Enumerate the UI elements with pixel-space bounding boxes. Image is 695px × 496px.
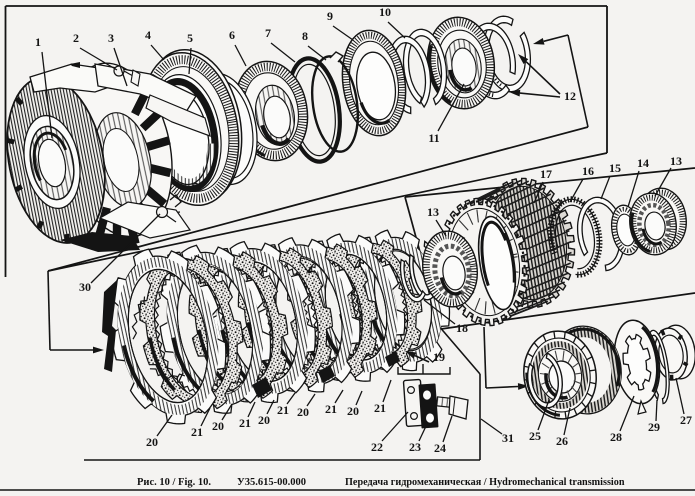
svg-text:12: 12 [564,89,576,103]
svg-text:21: 21 [277,403,289,417]
svg-text:11: 11 [428,131,439,145]
svg-text:Передача гидромеханическая / H: Передача гидромеханическая / Hydromechan… [345,477,625,488]
svg-text:23: 23 [409,440,421,454]
svg-text:9: 9 [327,9,333,23]
svg-text:1: 1 [35,35,41,49]
svg-text:21: 21 [374,401,386,415]
svg-text:21: 21 [191,425,203,439]
svg-text:25: 25 [529,429,541,443]
svg-text:28: 28 [610,430,622,444]
svg-text:20: 20 [297,405,309,419]
svg-text:2: 2 [73,31,79,45]
svg-text:7: 7 [265,26,271,40]
svg-text:20: 20 [146,435,158,449]
svg-text:10: 10 [379,5,391,19]
svg-text:14: 14 [637,156,649,170]
svg-text:13: 13 [670,154,682,168]
svg-text:Рис. 10 / Fig. 10.: Рис. 10 / Fig. 10. [137,477,211,488]
svg-text:16: 16 [582,164,594,178]
svg-text:26: 26 [556,434,568,448]
svg-text:29: 29 [648,420,660,434]
svg-text:4: 4 [145,28,151,42]
svg-text:8: 8 [302,29,308,43]
svg-text:У35.615-00.000: У35.615-00.000 [237,477,306,488]
svg-text:13: 13 [427,205,439,219]
svg-text:17: 17 [540,167,552,181]
svg-text:20: 20 [258,413,270,427]
svg-text:18: 18 [456,321,468,335]
svg-text:5: 5 [187,31,193,45]
svg-text:27: 27 [680,413,692,427]
svg-text:6: 6 [229,28,235,42]
svg-text:30: 30 [79,280,91,294]
svg-text:21: 21 [239,416,251,430]
svg-text:20: 20 [347,404,359,418]
svg-text:15: 15 [609,161,621,175]
svg-text:21: 21 [325,402,337,416]
svg-text:24: 24 [434,441,446,455]
svg-text:19: 19 [433,350,445,364]
svg-text:3: 3 [108,31,114,45]
svg-text:31: 31 [502,431,514,445]
svg-text:22: 22 [371,440,383,454]
svg-text:20: 20 [212,419,224,433]
